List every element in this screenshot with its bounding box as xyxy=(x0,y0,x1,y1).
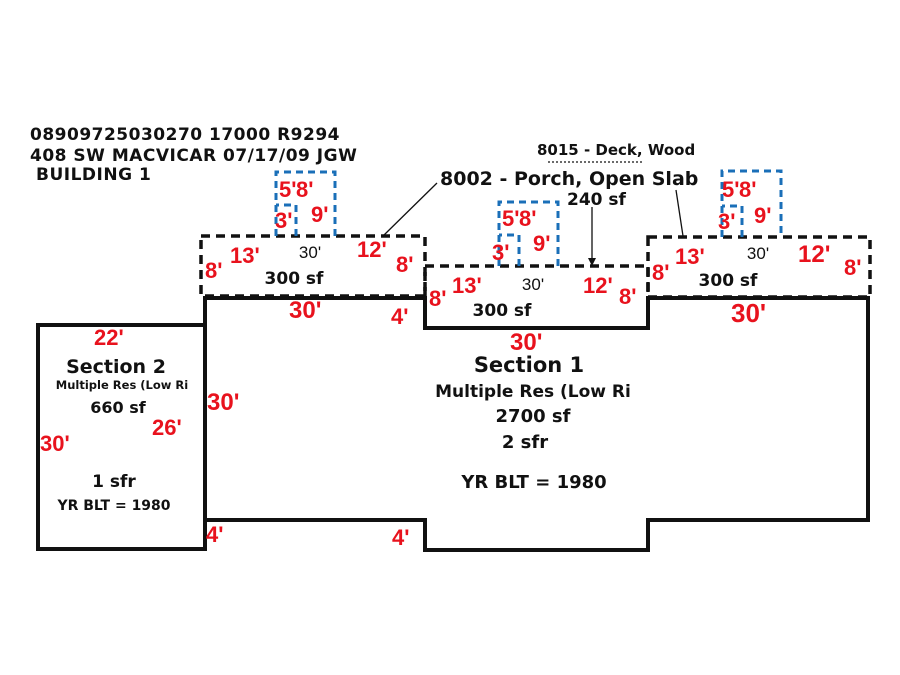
porch-left-side-right-dim: 8' xyxy=(396,252,413,277)
porch-leader-line xyxy=(382,182,438,237)
porch-center-seg-left-dim: 13' xyxy=(452,273,482,298)
porch-left-labels: 30' 300 sf 8' 13' 12' 8' xyxy=(205,237,413,289)
porch-center-side-right-dim: 8' xyxy=(619,284,636,309)
section1-area: 2700 sf xyxy=(496,406,571,427)
section1-year: YR BLT = 1980 xyxy=(460,472,606,493)
porch-right-top-dim: 30' xyxy=(747,244,769,263)
porch-left-top-dim: 30' xyxy=(299,243,321,262)
porch-right-labels: 30' 300 sf 8' 13' 12' 8' xyxy=(652,241,861,291)
sec1-notch-top-dim: 30' xyxy=(510,329,542,356)
steps-right-labels: 5' 8' 3' 9' xyxy=(718,177,771,234)
steps-left-dim-a: 5' xyxy=(279,177,296,202)
steps-left-outline xyxy=(274,170,337,236)
steps-center-outline xyxy=(497,200,560,266)
steps-center-dim-b: 8' xyxy=(519,206,536,231)
porch-left-seg-left-dim: 13' xyxy=(230,243,260,268)
section2-area: 660 sf xyxy=(90,398,146,417)
section2-labels: Section 2 Multiple Res (Low Ri 660 sf 1 … xyxy=(56,356,188,514)
steps-left-labels: 5' 8' 3' 9' xyxy=(275,177,328,233)
bottom-left-dim: 4' xyxy=(206,522,223,547)
porch-center-area: 300 sf xyxy=(473,301,533,321)
section1-units: 2 sfr xyxy=(502,432,548,453)
section2-use: Multiple Res (Low Ri xyxy=(56,378,188,392)
bottom-notch-dim: 4' xyxy=(392,525,409,550)
steps-center-labels: 5' 8' 3' 9' xyxy=(492,206,550,265)
steps-right-dim-b: 8' xyxy=(739,177,756,202)
porch-right-side-right-dim: 8' xyxy=(844,255,861,280)
sec2-right-dim: 26' xyxy=(152,415,182,440)
steps-right-dim-a: 5' xyxy=(722,177,739,202)
steps-center-dim-c: 3' xyxy=(492,240,509,265)
steps-right-dim-c: 3' xyxy=(718,209,735,234)
sec1-top-right-dim: 30' xyxy=(731,298,766,328)
porch-left-seg-right-dim: 12' xyxy=(357,237,387,262)
steps-right-outline xyxy=(720,169,783,237)
steps-left-dim-b: 8' xyxy=(296,177,313,202)
header-address-line: 408 SW MACVICAR 07/17/09 JGW xyxy=(30,146,357,166)
section2-outline xyxy=(36,323,207,551)
porch-left-outline xyxy=(199,234,427,298)
porch-center-top-dim: 30' xyxy=(522,275,544,294)
deck-callout-label: 8015 - Deck, Wood xyxy=(537,141,695,159)
steps-center-dim-a: 5' xyxy=(502,206,519,231)
porch-right-outline xyxy=(646,235,872,299)
sec2-left-dim: 30' xyxy=(40,431,70,456)
porch-center-seg-right-dim: 12' xyxy=(583,273,613,298)
main-dimensions: 22' 30' 26' 30' 30' 4' 30' 30' 4' 4' xyxy=(40,297,766,550)
steps-right-dim-d: 9' xyxy=(754,203,771,228)
porch-callout-label: 8002 - Porch, Open Slab xyxy=(440,168,698,190)
porch-left-side-left-dim: 8' xyxy=(205,258,222,283)
section1-outline xyxy=(203,296,870,552)
section1-use: Multiple Res (Low Ri xyxy=(435,382,631,402)
sec1-left-dim: 30' xyxy=(207,389,239,416)
steps-left-dim-d: 9' xyxy=(311,202,328,227)
section2-year: YR BLT = 1980 xyxy=(56,498,170,514)
porch-center-outline xyxy=(423,264,650,330)
header-parcel-line: 08909725030270 17000 R9294 xyxy=(30,125,340,145)
sec1-top-left-dim: 30' xyxy=(289,297,321,324)
porch-left-area: 300 sf xyxy=(265,269,325,289)
porch-right-side-left-dim: 8' xyxy=(652,260,669,285)
sec2-top-dim: 22' xyxy=(94,325,124,350)
section1-title: Section 1 xyxy=(474,353,584,377)
header-block: 08909725030270 17000 R9294 408 SW MACVIC… xyxy=(30,125,357,185)
porch-right-area: 300 sf xyxy=(699,271,759,291)
section1-labels: Section 1 Multiple Res (Low Ri 2700 sf 2… xyxy=(435,353,631,493)
porch-center-side-left-dim: 8' xyxy=(429,286,446,311)
porch-right-seg-left-dim: 13' xyxy=(675,244,705,269)
deck-leader-arrow xyxy=(588,258,596,266)
porch-center-labels: 30' 300 sf 8' 13' 12' 8' xyxy=(429,273,636,321)
steps-center-dim-d: 9' xyxy=(533,231,550,256)
section2-units: 1 sfr xyxy=(92,472,136,492)
deck-area-label: 240 sf xyxy=(567,190,627,210)
right-porch-leader-line xyxy=(675,189,684,237)
porch-right-seg-right-dim: 12' xyxy=(798,241,830,268)
steps-left-dim-c: 3' xyxy=(275,208,292,233)
sec1-notch-side-dim: 4' xyxy=(391,304,408,329)
section2-title: Section 2 xyxy=(66,356,166,378)
header-building-line: BUILDING 1 xyxy=(36,165,151,185)
